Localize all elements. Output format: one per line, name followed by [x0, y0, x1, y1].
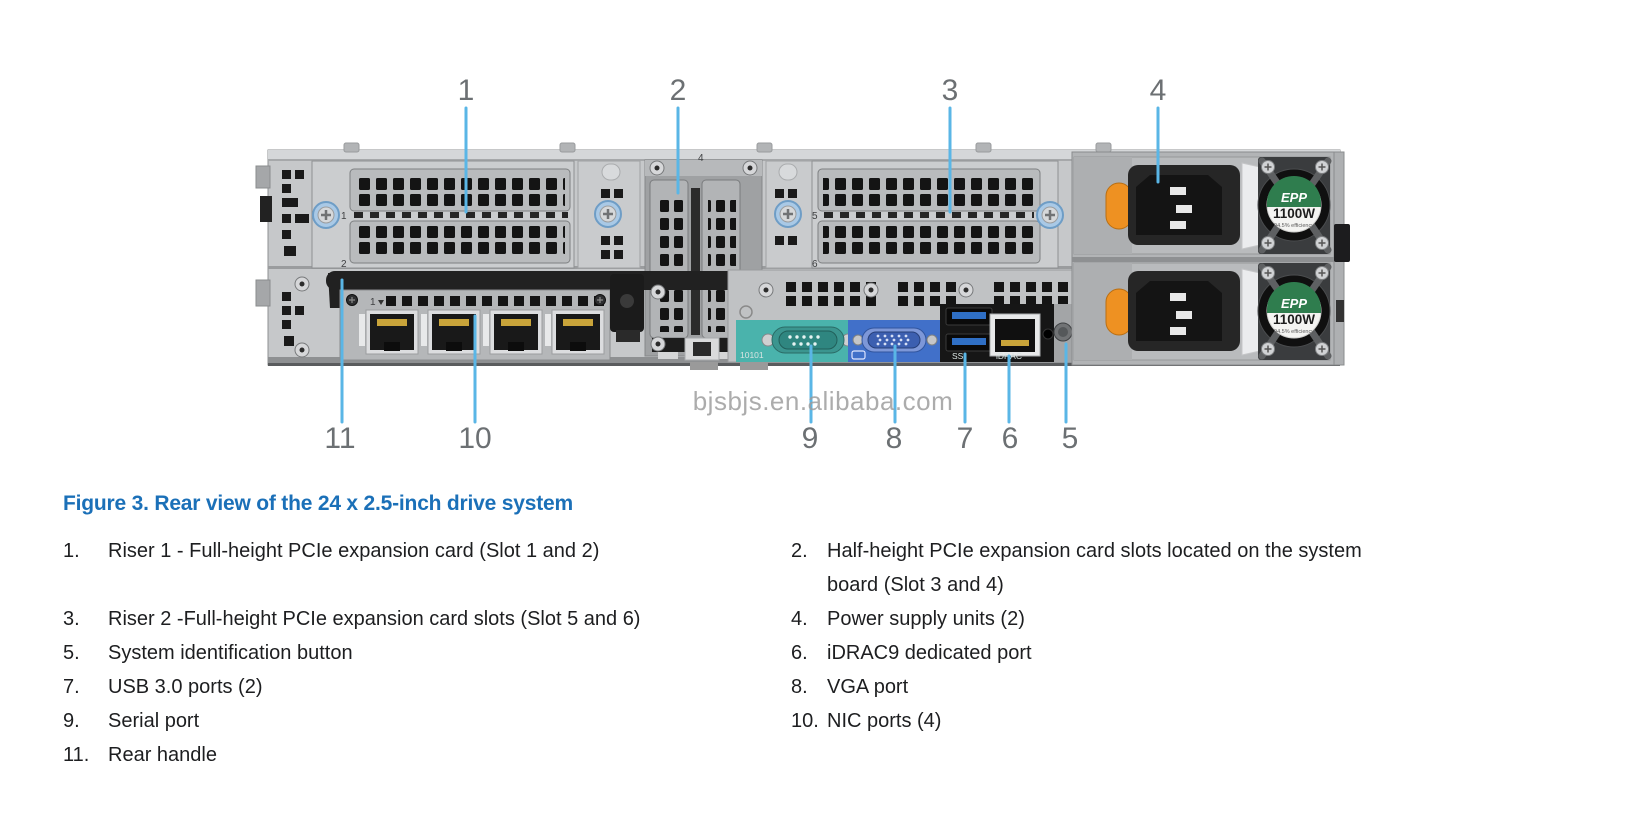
riser1-thumbscrew [311, 200, 341, 230]
legend-item-6: 6. iDRAC9 dedicated port [791, 636, 1451, 670]
mid-bracket-left [577, 160, 641, 269]
psu-2 [1074, 263, 1330, 360]
legend-spacer [63, 568, 763, 602]
nic-port-1 [365, 309, 419, 355]
serial-port-label: 10101 [740, 350, 764, 360]
callout-7: 7 [957, 422, 974, 455]
serial-port-section: 10101 [736, 320, 855, 362]
vga-pins [876, 334, 910, 346]
riser2-left-thumbscrew [773, 199, 803, 229]
callout-2: 2 [670, 74, 687, 107]
legend-right-column: 2. Half-height PCIe expansion card slots… [791, 534, 1451, 738]
psu-latch-tab [1334, 224, 1350, 262]
callout-10: 10 [458, 422, 491, 455]
serial-pins [788, 335, 820, 346]
callout-9: 9 [802, 422, 819, 455]
figure-caption: Figure 3. Rear view of the 24 x 2.5-inch… [63, 492, 573, 515]
watermark: bjsbjs.en.alibaba.com [693, 386, 954, 416]
callout-6: 6 [1002, 422, 1019, 455]
riser2-right-thumbscrew [1035, 200, 1065, 230]
callout-5: 5 [1062, 422, 1079, 455]
idrac-port [995, 319, 1035, 352]
legend-item-text: USB 3.0 ports (2) [108, 676, 263, 698]
vga-icon [851, 350, 866, 360]
psu-bay [1072, 151, 1350, 366]
nic-port-4 [551, 309, 605, 355]
rear-view-figure: EPP 1100W 94.5% efficiency [255, 74, 1350, 455]
legend-item-text: System identification button [108, 642, 353, 664]
slot5-label: 5 [812, 211, 818, 222]
callout-numbers-bottom: 11 10 9 8 7 6 5 [324, 422, 1078, 455]
legend-item-3: 3. Riser 2 -Full-height PCIe expansion c… [63, 602, 763, 636]
legend-item-text: Riser 2 -Full-height PCIe expansion card… [108, 608, 641, 630]
legend-item-text: Rear handle [108, 744, 217, 766]
nic-first-label: 1 [370, 297, 376, 308]
psu-1 [1074, 157, 1330, 254]
riser2-full-height-slots: 5 6 [811, 160, 1065, 270]
legend-item-text: Serial port [108, 710, 200, 732]
legend-left-column: 1. Riser 1 - Full-height PCIe expansion … [63, 534, 763, 772]
legend-item-number: 1. [63, 540, 80, 562]
legend-item-number: 11. [63, 744, 90, 766]
callout-4: 4 [1150, 74, 1167, 107]
bay-left-thumbscrew [593, 199, 623, 229]
callout-numbers-top: 1 2 3 4 [458, 74, 1167, 107]
slot1-label: 1 [341, 211, 347, 222]
nic-port-3 [489, 309, 543, 355]
legend-item-number: 10. [791, 710, 819, 732]
legend-item-9: 9. Serial port [63, 704, 763, 738]
legend-item-1: 1. Riser 1 - Full-height PCIe expansion … [63, 534, 763, 568]
callout-8: 8 [886, 422, 903, 455]
legend-item-number: 9. [63, 710, 80, 732]
callout-leader-lines [340, 106, 1160, 424]
legend-item-2: 2. Half-height PCIe expansion card slots… [791, 534, 1451, 602]
legend-item-4: 4. Power supply units (2) [791, 602, 1451, 636]
slot4-label: 4 [698, 153, 704, 164]
riser1-full-height-slots: 1 2 [311, 160, 575, 270]
legend-item-number: 6. [791, 642, 808, 664]
slot2-label: 2 [341, 259, 347, 270]
top-tabs [343, 142, 1112, 153]
io-panel: 10101 [727, 269, 1073, 363]
legend-item-text: NIC ports (4) [827, 710, 942, 732]
mid-bracket-right [765, 160, 813, 269]
left-bracket [255, 165, 310, 358]
legend-item-8: 8. VGA port [791, 670, 1451, 704]
usb-idrac-section: SS iDRAC [940, 304, 1073, 362]
legend-item-text: Half-height PCIe expansion card slots lo… [827, 540, 1362, 596]
server-chassis: 1 2 4 [255, 142, 1350, 370]
legend-item-5: 5. System identification button [63, 636, 763, 670]
legend-item-10: 10. NIC ports (4) [791, 704, 1451, 738]
callout-11: 11 [324, 422, 355, 455]
legend-item-number: 2. [791, 540, 808, 562]
legend-item-text: Riser 1 - Full-height PCIe expansion car… [108, 540, 600, 562]
power-connector-block [610, 274, 666, 352]
legend-item-text: Power supply units (2) [827, 608, 1025, 630]
callout-3: 3 [942, 74, 959, 107]
legend-item-number: 5. [63, 642, 80, 664]
vga-port-section [848, 320, 940, 362]
nic-port-2 [427, 309, 481, 355]
callout-1: 1 [458, 74, 475, 107]
legend-item-number: 8. [791, 676, 808, 698]
legend-item-number: 3. [63, 608, 80, 630]
legend-item-text: VGA port [827, 676, 909, 698]
usb-ports-label: SS [952, 351, 964, 361]
legend-item-number: 7. [63, 676, 80, 698]
legend-item-text: iDRAC9 dedicated port [827, 642, 1032, 664]
slot6-label: 6 [812, 259, 818, 270]
legend-item-7: 7. USB 3.0 ports (2) [63, 670, 763, 704]
legend-item-11: 11. Rear handle [63, 738, 763, 772]
legend-item-number: 4. [791, 608, 808, 630]
